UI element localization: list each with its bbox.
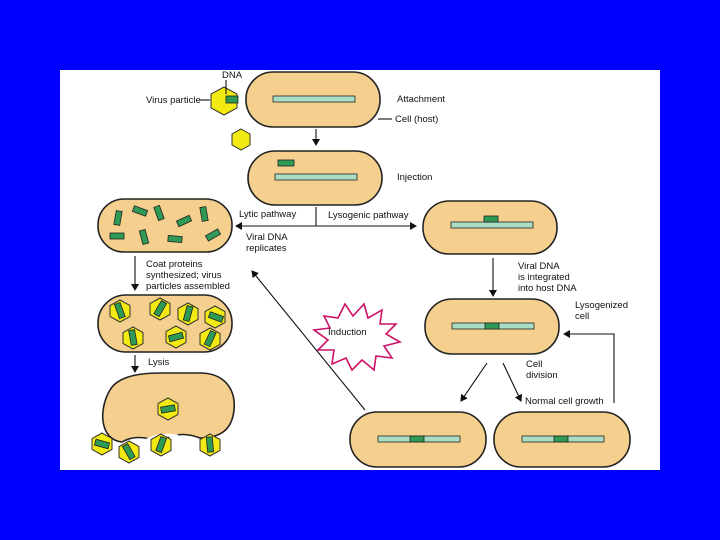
cell-division-label-2: division <box>526 370 558 381</box>
injection-label: Injection <box>397 172 432 183</box>
normal-cell-growth-label: Normal cell growth <box>525 396 604 407</box>
viral-dna-replicates-label-2: replicates <box>246 243 287 254</box>
arrow-induction-to-lytic <box>251 270 366 411</box>
lysed-cell <box>102 372 235 444</box>
arrow-division-left <box>460 362 488 402</box>
lytic-pathway-label: Lytic pathway <box>239 209 296 220</box>
arrow-growth-return-loop <box>563 330 615 403</box>
released-virus-particles <box>91 432 221 464</box>
lysogenic-entry-cell <box>422 200 558 255</box>
coat-proteins-label-3: particles assembled <box>146 281 230 292</box>
diagram-panel: DNA Virus particle Attachment Cell (host… <box>60 70 660 470</box>
viral-dna-replicates-label-1: Viral DNA <box>246 232 288 243</box>
lytic-assembly-cell <box>97 294 233 353</box>
virus-particle-attached <box>210 86 239 116</box>
virus-particle-free <box>231 128 251 151</box>
viral-dna-integrated-label-1: Viral DNA <box>518 261 560 272</box>
viral-dna-integrated-label-3: into host DNA <box>518 283 577 294</box>
arrow-division-right <box>502 362 523 402</box>
daughter-cell-left <box>349 411 487 468</box>
host-cell-injection <box>247 150 383 206</box>
induction-burst <box>311 302 403 372</box>
cell-division-label-1: Cell <box>526 359 542 370</box>
coat-proteins-label-1: Coat proteins <box>146 259 203 270</box>
dna-label: DNA <box>222 70 243 81</box>
host-cell-attachment <box>245 71 381 128</box>
lambda-phage-life-cycle-diagram: DNA Virus particle Attachment Cell (host… <box>91 70 631 468</box>
coat-proteins-label-2: synthesized; virus <box>146 270 222 281</box>
lysis-label: Lysis <box>148 357 170 368</box>
lytic-replication-cell <box>97 198 233 253</box>
induction-label: Induction <box>328 327 367 338</box>
lysogenized-label-2: cell <box>575 311 589 322</box>
lysogenized-label-1: Lysogenized <box>575 300 628 311</box>
attachment-label: Attachment <box>397 94 445 105</box>
daughter-cell-right <box>493 411 631 468</box>
virus-particle-label: Virus particle <box>146 95 201 106</box>
lysogenic-pathway-label: Lysogenic pathway <box>328 210 409 221</box>
viral-dna-integrated-label-2: is integrated <box>518 272 570 283</box>
cell-host-label: Cell (host) <box>395 114 438 125</box>
lysogenized-cell <box>424 298 560 355</box>
